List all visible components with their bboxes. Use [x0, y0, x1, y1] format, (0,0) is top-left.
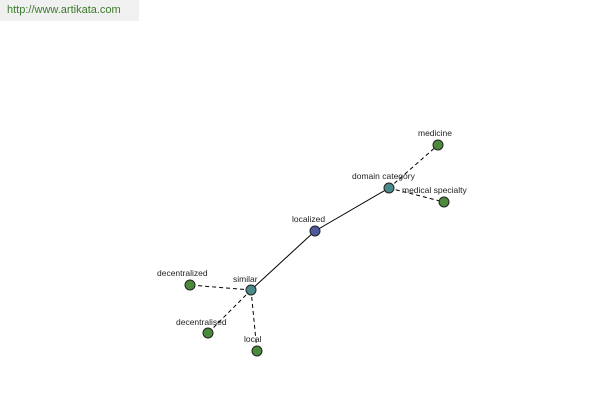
node-medical-specialty[interactable]: [438, 196, 450, 208]
node-domain-category[interactable]: [383, 182, 395, 194]
site-url-link[interactable]: http://www.artikata.com: [0, 0, 139, 21]
node-label-domain-category[interactable]: domain category: [352, 171, 416, 181]
node-label-decentralised[interactable]: decentralised: [176, 317, 227, 327]
node-label-local[interactable]: local: [244, 334, 262, 344]
edge-domain-category-medicine: [388, 144, 439, 189]
graph-labels: localized domain category similar medicine m…: [157, 128, 467, 344]
node-label-decentralized[interactable]: decentralized: [157, 268, 208, 278]
edge-localized-domain-category: [314, 187, 390, 232]
node-localized[interactable]: [309, 225, 321, 237]
node-label-medicine[interactable]: medicine: [418, 128, 452, 138]
node-medicine[interactable]: [432, 139, 444, 151]
edge-similar-decentralised: [207, 289, 252, 334]
node-label-medical-specialty[interactable]: medical specialty: [402, 185, 467, 195]
graph-nodes: [184, 139, 450, 357]
edge-domain-category-medical-specialty: [388, 187, 445, 203]
node-local[interactable]: [251, 345, 263, 357]
node-decentralised[interactable]: [202, 327, 214, 339]
node-decentralized[interactable]: [184, 279, 196, 291]
edge-localized-similar: [250, 230, 316, 291]
edge-similar-local: [250, 289, 258, 352]
edge-similar-decentralized: [189, 284, 252, 291]
node-label-localized[interactable]: localized: [292, 214, 325, 224]
node-label-similar[interactable]: similar: [233, 274, 258, 284]
node-similar[interactable]: [245, 284, 257, 296]
graph-edges: [189, 144, 445, 352]
